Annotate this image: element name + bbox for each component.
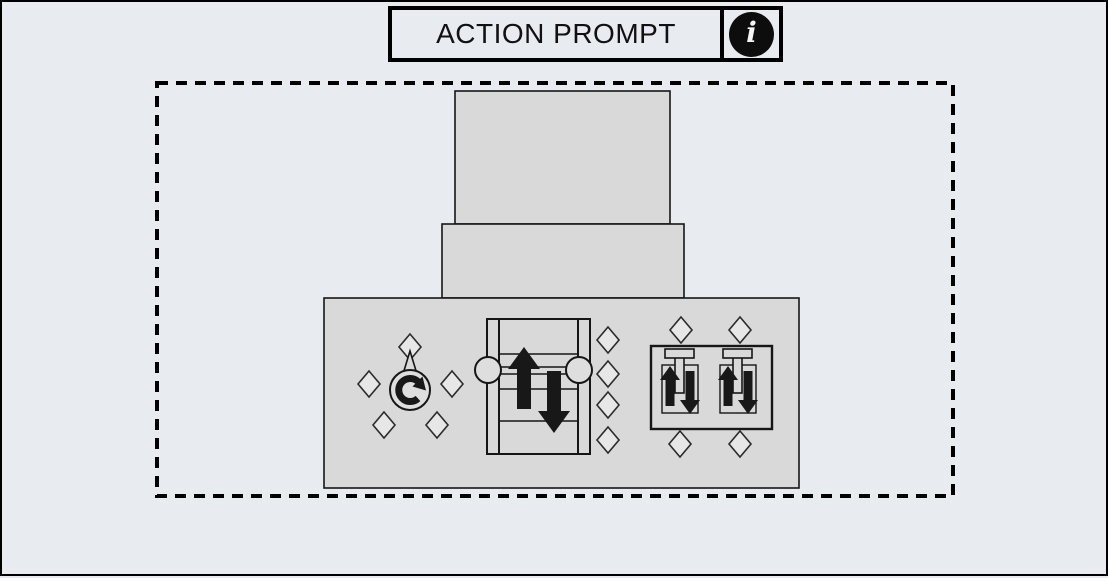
arrow-up-icon[interactable] — [660, 366, 680, 406]
arrow-up-icon[interactable] — [718, 366, 738, 406]
diamond-marker-icon — [668, 315, 694, 345]
lever-handle-icon[interactable] — [722, 348, 753, 359]
mast-frame — [486, 318, 591, 455]
lever-panel-box — [649, 344, 774, 431]
diamond-marker-icon — [371, 410, 397, 440]
diamond-marker-icon — [727, 429, 753, 459]
diamond-marker-icon — [595, 390, 621, 420]
mast-roller-right — [565, 356, 593, 384]
mast-roller-left — [474, 356, 502, 384]
diamond-marker-icon — [595, 359, 621, 389]
info-cell: i — [720, 10, 779, 58]
page-title: ACTION PROMPT — [436, 18, 676, 49]
info-icon[interactable]: i — [729, 11, 774, 57]
lever-left[interactable] — [660, 348, 700, 414]
diamond-marker-icon — [727, 315, 753, 345]
diamond-marker-icon — [667, 429, 693, 459]
rotate-clockwise-icon — [395, 375, 426, 405]
dual-lever-control[interactable] — [649, 315, 774, 459]
arrow-down-icon[interactable] — [538, 371, 570, 433]
tower-mid-section — [441, 223, 685, 299]
action-prompt-header: ACTION PROMPT i — [388, 6, 783, 62]
rotate-control[interactable] — [356, 332, 465, 440]
diamond-marker-icon — [424, 410, 450, 440]
arrow-down-icon[interactable] — [738, 371, 758, 414]
diamond-marker-icon — [439, 369, 465, 399]
diamond-marker-icon — [595, 325, 621, 355]
dashed-action-region — [155, 81, 955, 498]
lever-handle-icon[interactable] — [664, 348, 695, 359]
lever-right[interactable] — [718, 348, 758, 414]
arrow-down-icon[interactable] — [680, 371, 700, 414]
mast-lift-control[interactable] — [474, 318, 621, 455]
diamond-marker-icon — [595, 425, 621, 455]
arrow-up-icon[interactable] — [508, 347, 540, 409]
diamond-marker-icon — [356, 369, 382, 399]
tower-top-section — [454, 90, 671, 225]
